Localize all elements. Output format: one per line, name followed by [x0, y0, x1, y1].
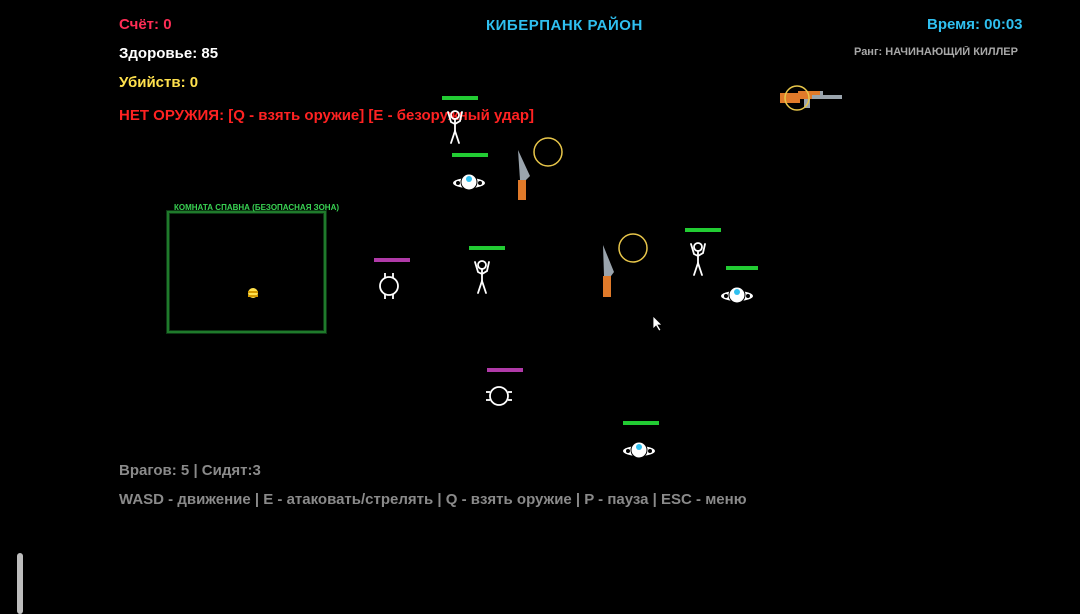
enemy-standing[interactable]: [442, 96, 478, 144]
knife-icon[interactable]: [518, 150, 530, 200]
spawn-room-label: КОМНАТА СПАВНА (БЕЗОПАСНАЯ ЗОНА): [174, 203, 340, 212]
enemy-health-bar: [487, 368, 523, 372]
civilian-icon: [453, 173, 485, 191]
civilian[interactable]: [721, 266, 758, 304]
enemy-health-bar: [469, 246, 505, 250]
player-icon: [248, 288, 258, 298]
civilian-icon: [721, 286, 753, 304]
rank-display: Ранг: НАЧИНАЮЩИЙ КИЛЛЕР: [854, 46, 1018, 58]
controls-hint: WASD - движение | E - атаковать/стрелять…: [119, 491, 747, 508]
enemy-health-bar: [685, 228, 721, 232]
spawn-room: [167, 211, 326, 333]
civilian-icon: [623, 441, 655, 459]
no-weapon-warning: НЕТ ОРУЖИЯ: [Q - взять оружие] [E - безо…: [119, 107, 534, 124]
enemy-count: Врагов: 5 | Сидят:3: [119, 462, 261, 479]
level-title: КИБЕРПАНК РАЙОН: [486, 17, 643, 34]
enemy-health-bar: [442, 96, 478, 100]
enemy-standing[interactable]: [685, 228, 721, 276]
civilian[interactable]: [623, 421, 659, 459]
enemy-sitting-icon: [379, 273, 399, 299]
civilian-health-bar: [623, 421, 659, 425]
enemy-sitting[interactable]: [486, 368, 523, 406]
enemy-standing-icon: [447, 110, 463, 144]
enemy-standing-icon: [474, 260, 490, 294]
civilian-health-bar: [726, 266, 758, 270]
cursor-icon: [652, 315, 663, 332]
civilian[interactable]: [452, 153, 488, 191]
score-display: Счёт: 0: [119, 16, 172, 33]
enemy-health-bar: [374, 258, 410, 262]
enemy-standing-icon: [690, 242, 706, 276]
enemy-sitting[interactable]: [374, 258, 410, 299]
civilian-health-bar: [452, 153, 488, 157]
enemy-standing[interactable]: [469, 246, 505, 294]
kills-display: Убийств: 0: [119, 74, 199, 91]
enemy-sitting-icon: [486, 386, 512, 406]
time-display: Время: 00:03: [927, 16, 1023, 33]
scrollbar-thumb[interactable]: [17, 553, 23, 614]
health-display: Здоровье: 85: [119, 45, 219, 62]
pickup-ring-icon[interactable]: [533, 137, 563, 167]
pickup-ring-icon[interactable]: [618, 233, 648, 263]
rifle-icon[interactable]: [780, 85, 842, 111]
knife-icon[interactable]: [603, 245, 614, 297]
